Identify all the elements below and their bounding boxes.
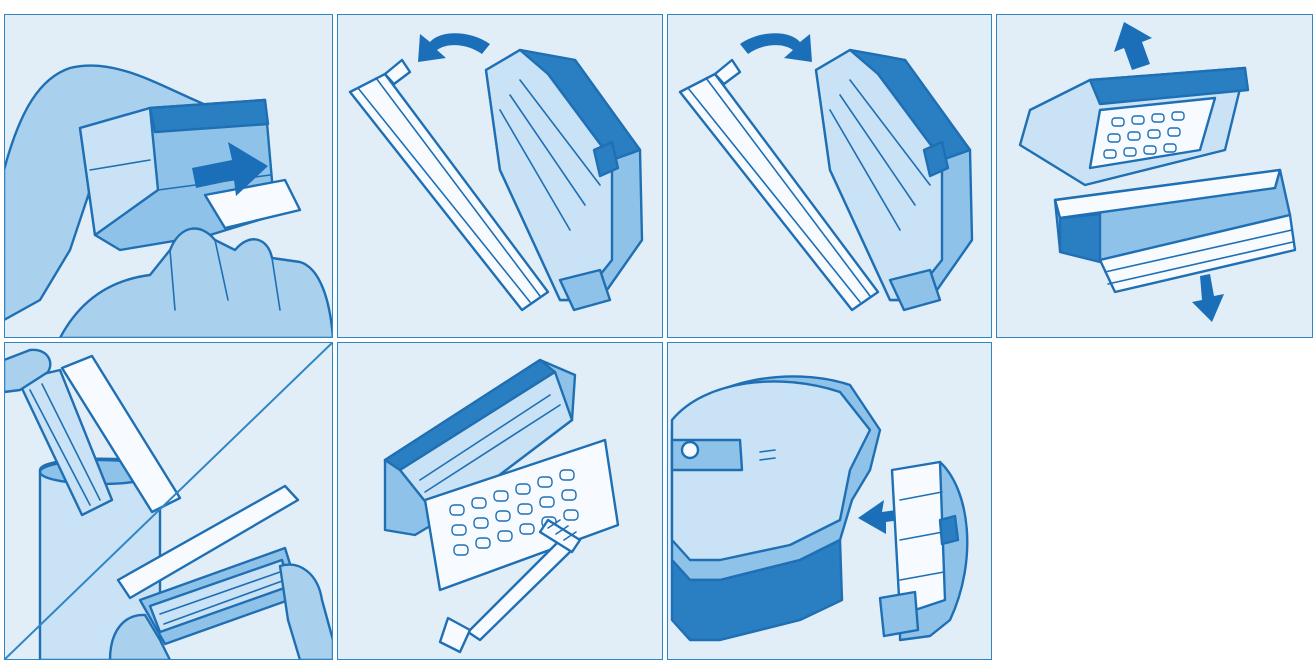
panel-step-6 xyxy=(337,342,663,660)
panel-step-4 xyxy=(996,14,1313,338)
panel-step-5 xyxy=(4,342,333,660)
panel-step-3 xyxy=(667,14,992,338)
panel-step-7 xyxy=(667,342,992,660)
panel-step-2 xyxy=(337,14,663,338)
panel-step-1 xyxy=(4,14,333,338)
